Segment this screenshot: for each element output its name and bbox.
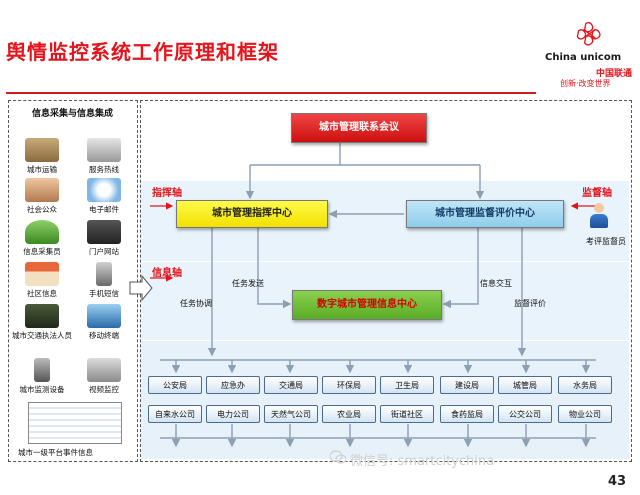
source-video: 视频监控 bbox=[74, 358, 134, 395]
department-box: 交通局 bbox=[264, 376, 318, 394]
source-sms: 手机短信 bbox=[74, 262, 134, 299]
watermark-text: 微信号: smartcitychina bbox=[350, 454, 495, 469]
department-box: 农业局 bbox=[322, 405, 376, 423]
house-icon bbox=[25, 262, 59, 286]
department-box: 公交公司 bbox=[498, 405, 552, 423]
logo-slogan: 创新·改变世界 bbox=[560, 79, 611, 88]
platform-screenshot-icon bbox=[28, 402, 122, 444]
command-center-box: 城市管理指挥中心 bbox=[176, 200, 328, 228]
supervisor-figure-icon bbox=[590, 203, 608, 229]
department-box: 电力公司 bbox=[206, 405, 260, 423]
department-box: 卫生局 bbox=[380, 376, 434, 394]
logo-brand-cn: 中国联通 bbox=[596, 69, 633, 79]
department-box: 环保局 bbox=[322, 376, 376, 394]
task-coord-label: 任务协调 bbox=[180, 299, 212, 308]
management-meeting-box: 城市管理联系会议 bbox=[291, 113, 427, 143]
page-title: 舆情监控系统工作原理和框架 bbox=[6, 40, 279, 64]
source-email: 电子邮件 bbox=[74, 178, 134, 215]
antenna-icon bbox=[34, 358, 50, 382]
framework-panel bbox=[140, 100, 632, 462]
department-box: 城管局 bbox=[498, 376, 552, 394]
info-center-box: 数字城市管理信息中心 bbox=[292, 290, 442, 320]
unicom-logo-icon bbox=[576, 21, 601, 46]
department-box: 公安局 bbox=[148, 376, 202, 394]
supervise-eval-label: 监督评价 bbox=[514, 299, 546, 308]
source-platform-label: 城市一级平台事件信息 bbox=[18, 448, 93, 457]
source-mobile-terminal: 移动终端 bbox=[74, 304, 134, 341]
department-box: 街道社区 bbox=[380, 405, 434, 423]
crowd-icon bbox=[25, 178, 59, 202]
source-community: 社区信息 bbox=[12, 262, 72, 299]
department-box: 天然气公司 bbox=[264, 405, 318, 423]
person-icon bbox=[25, 220, 59, 244]
info-collection-title: 信息采集与信息集成 bbox=[32, 109, 114, 119]
phone-icon bbox=[87, 138, 121, 162]
officer-icon bbox=[25, 304, 59, 328]
task-send-label: 任务发送 bbox=[232, 279, 264, 288]
supervise-axis-label: 监督轴 bbox=[582, 188, 612, 199]
info-exchange-label: 信息交互 bbox=[480, 279, 512, 288]
department-box: 物业公司 bbox=[558, 405, 612, 423]
monitor-icon bbox=[87, 220, 121, 244]
email-icon bbox=[87, 178, 121, 202]
source-portal: 门户网站 bbox=[74, 220, 134, 257]
supervision-center-box: 城市管理监督评价中心 bbox=[406, 200, 564, 228]
command-axis-label: 指挥轴 bbox=[152, 188, 182, 199]
info-axis-label: 信息轴 bbox=[152, 268, 182, 279]
tablet-icon bbox=[87, 304, 121, 328]
source-collector: 信息采集员 bbox=[12, 220, 72, 257]
source-city-transport: 城市运输 bbox=[12, 138, 72, 175]
header-divider bbox=[6, 92, 536, 94]
page-number: 43 bbox=[608, 474, 627, 489]
department-box: 建设局 bbox=[440, 376, 494, 394]
source-sensors: 城市监测设备 bbox=[12, 358, 72, 395]
source-hotline: 服务热线 bbox=[74, 138, 134, 175]
supervisor-label: 考评监督员 bbox=[586, 237, 626, 246]
truck-icon bbox=[25, 138, 59, 162]
department-box: 食药监局 bbox=[440, 405, 494, 423]
wechat-icon bbox=[330, 450, 346, 464]
department-box: 水务局 bbox=[558, 376, 612, 394]
camera-icon bbox=[87, 358, 121, 382]
logo-brand-en: China unicom bbox=[545, 52, 622, 63]
department-box: 自来水公司 bbox=[148, 405, 202, 423]
source-public: 社会公众 bbox=[12, 178, 72, 215]
mobile-phone-icon bbox=[96, 262, 112, 286]
source-enforcement: 城市交通执法人员 bbox=[10, 304, 74, 341]
department-box: 应急办 bbox=[206, 376, 260, 394]
